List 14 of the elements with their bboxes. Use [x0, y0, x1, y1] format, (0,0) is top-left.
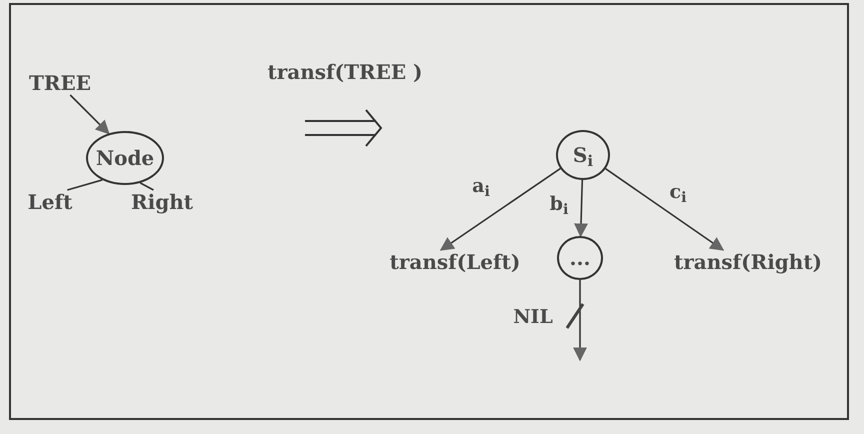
arrow	[573, 280, 587, 362]
node-label: Left	[19, 190, 81, 214]
arrow	[70, 94, 110, 134]
node-label: transf(Right)	[658, 250, 838, 274]
node-circle: Node	[86, 131, 164, 185]
heading-text: transf(TREE )	[267, 59, 423, 86]
arrow	[605, 168, 724, 251]
node-circle: S$_{i}$	[556, 130, 610, 180]
node-label: transf(Left)	[380, 250, 530, 274]
node-label: Right	[122, 190, 202, 214]
node-label: TREE	[25, 71, 95, 95]
arrow	[440, 168, 561, 251]
node-circle: ...	[557, 236, 603, 280]
arrow	[574, 180, 588, 238]
